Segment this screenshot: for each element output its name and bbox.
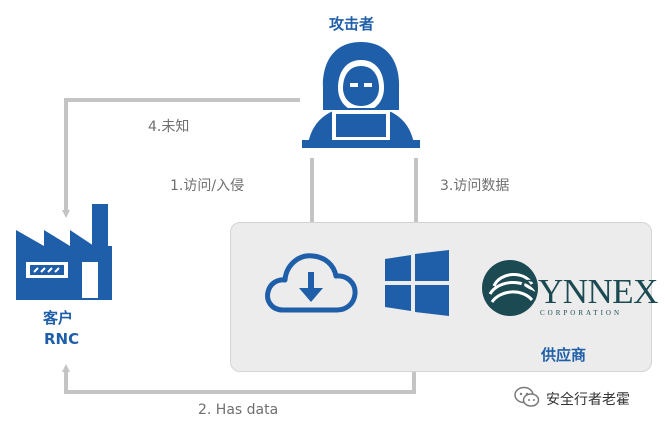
synnex-logo-text: SYNNEX: [519, 272, 658, 311]
step4-label: 4.未知: [148, 119, 190, 135]
cloud-download-icon: [265, 253, 358, 313]
attacker-label: 攻击者: [329, 15, 375, 33]
customer-label: 客户: [43, 309, 74, 327]
step2-label: 2. Has data: [198, 402, 279, 418]
synnex-logo-icon: [482, 260, 538, 316]
step3-label: 3.访问数据: [440, 178, 510, 194]
arrow-step4: [62, 98, 300, 218]
customer-name: RNC: [44, 330, 80, 348]
watermark-text: 安全行者老霍: [546, 392, 630, 408]
factory-icon: [16, 204, 112, 300]
windows-icon: [385, 250, 449, 316]
wechat-icon: [514, 386, 540, 407]
step1-label: 1.访问/入侵: [170, 178, 245, 194]
vendor-label: 供应商: [541, 346, 587, 364]
hacker-icon: [302, 42, 420, 148]
synnex-logo-sub: CORPORATION: [540, 309, 623, 317]
